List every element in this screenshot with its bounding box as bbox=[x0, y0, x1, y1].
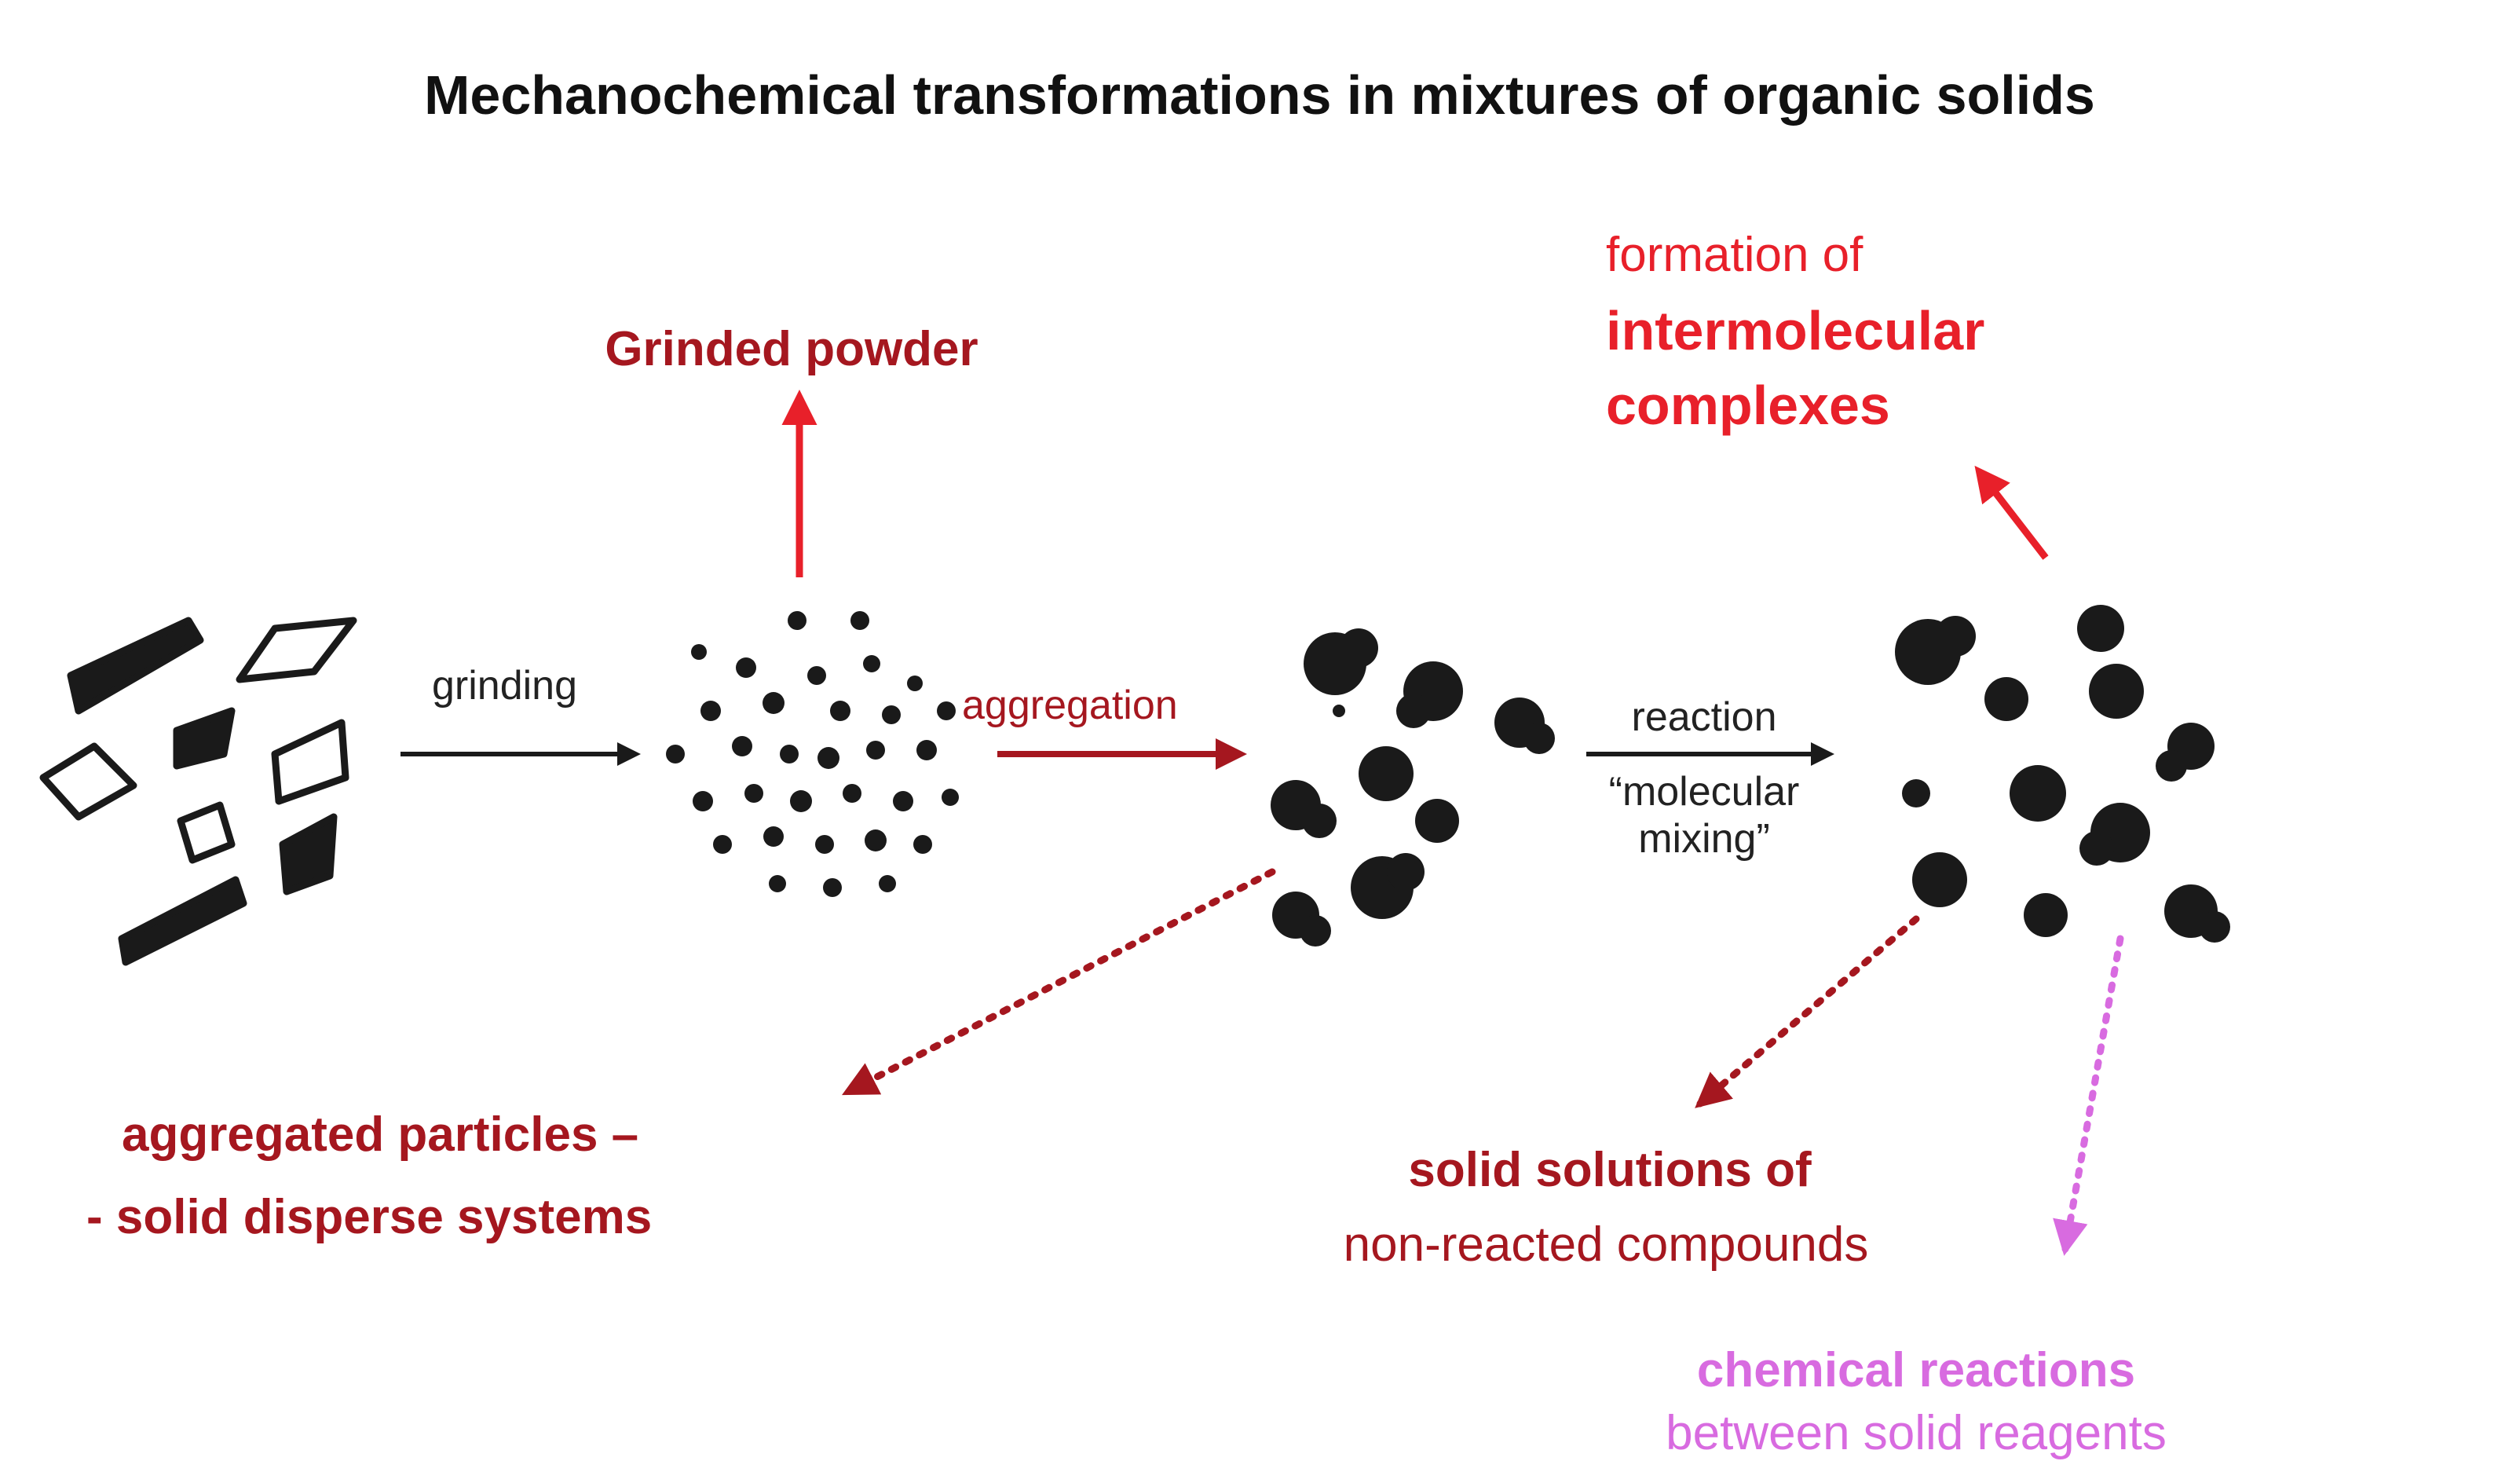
grinding-label: grinding bbox=[432, 663, 577, 709]
formation-of-label: formation of bbox=[1606, 228, 1863, 282]
reaction-label: reaction bbox=[1632, 694, 1777, 740]
between-solid-label: between solid reagents bbox=[1666, 1406, 2167, 1460]
molecular-label: “molecular bbox=[1609, 769, 1800, 815]
diagram-title: Mechanochemical transformations in mixtu… bbox=[424, 64, 2095, 126]
aggregation-label: aggregation bbox=[962, 683, 1178, 728]
solid-solutions-label: solid solutions of bbox=[1408, 1143, 1812, 1197]
grinded-powder-label: Grinded powder bbox=[605, 322, 978, 376]
intermolecular-label: intermolecular bbox=[1606, 300, 1984, 361]
reacted-particles-cluster bbox=[1895, 605, 2230, 943]
aggregated-particles-cluster bbox=[1271, 628, 1555, 947]
grinded-powder-particles bbox=[666, 611, 959, 897]
aggregated-particles-label: aggregated particles – bbox=[122, 1108, 638, 1162]
mixing-label: mixing” bbox=[1638, 816, 1770, 862]
complexes-arrow bbox=[1974, 465, 2049, 560]
coarse-crystals bbox=[39, 617, 357, 966]
chemical-reactions-arrow bbox=[2053, 935, 2124, 1256]
solid-solutions-arrow bbox=[1695, 915, 1920, 1108]
chemical-reactions-label: chemical reactions bbox=[1697, 1343, 2135, 1397]
non-reacted-label: non-reacted compounds bbox=[1344, 1218, 1869, 1272]
solid-disperse-label: - solid disperse systems bbox=[86, 1190, 652, 1244]
aggregated-particles-arrow bbox=[842, 868, 1276, 1096]
complexes-label: complexes bbox=[1606, 375, 1890, 436]
